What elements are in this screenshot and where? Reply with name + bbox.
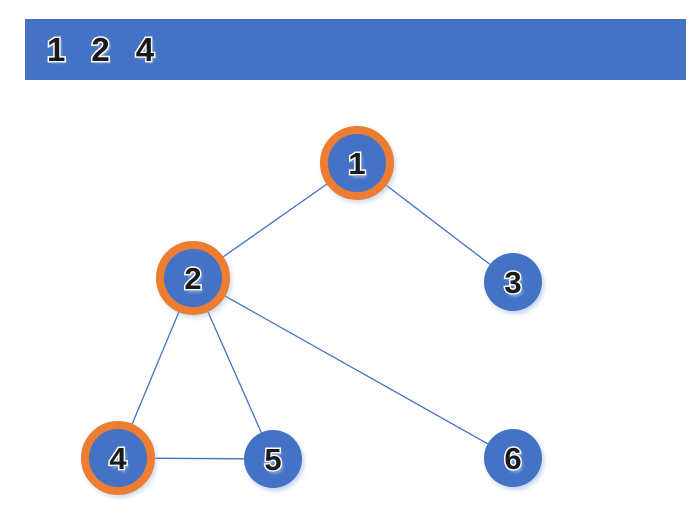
graph-node-label: 3 [503, 264, 523, 300]
graph-node-label: 6 [503, 440, 523, 476]
sequence-item: 4 [134, 31, 155, 68]
sequence-item: 1 [45, 31, 66, 68]
graph-node-label: 4 [108, 440, 128, 476]
graph-node-4[interactable]: 4 [81, 421, 155, 495]
graph-edge [216, 179, 334, 262]
graph-node-6[interactable]: 6 [484, 429, 542, 487]
graph-edge [128, 304, 183, 432]
graph-node-1[interactable]: 1 [320, 126, 394, 200]
graph-node-2[interactable]: 2 [156, 241, 230, 315]
graph-edge [204, 304, 262, 433]
sequence-item: 2 [90, 31, 111, 68]
graph-node-5[interactable]: 5 [244, 430, 302, 488]
graph-node-label: 1 [347, 145, 367, 181]
graph-node-label: 2 [183, 260, 203, 296]
graph-node-3[interactable]: 3 [484, 253, 542, 311]
graph-node-label: 5 [263, 441, 283, 477]
graph-edge [146, 457, 245, 460]
graph-edge [379, 180, 491, 265]
graph-edge [217, 291, 489, 445]
